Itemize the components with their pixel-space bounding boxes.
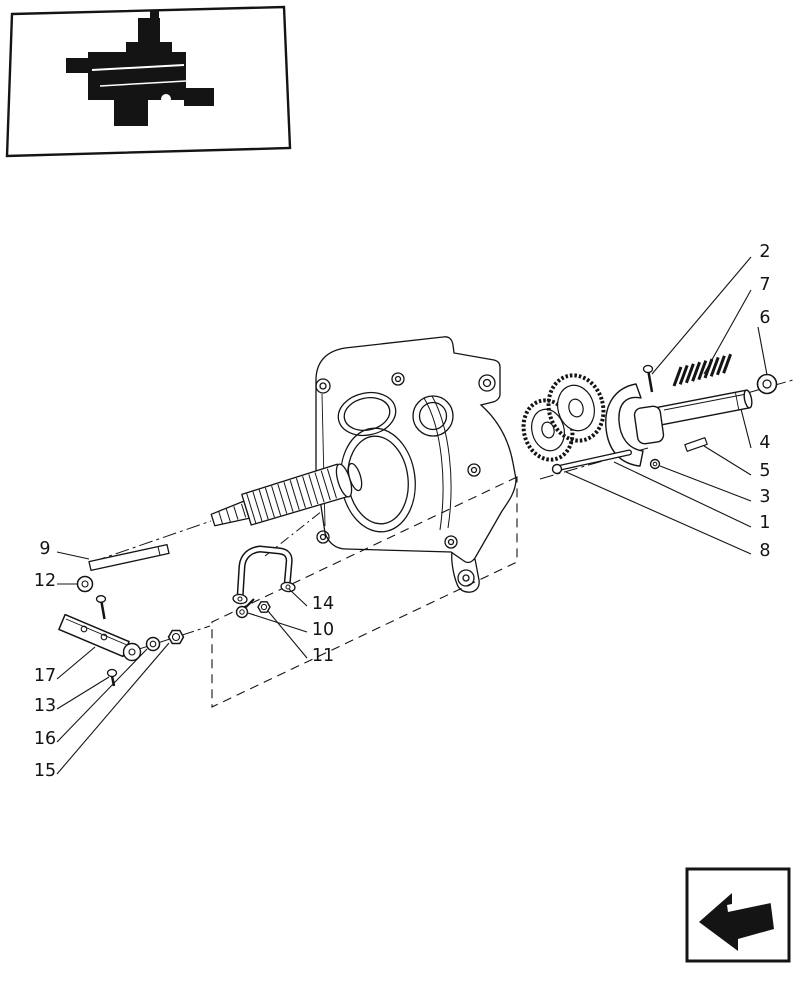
callout-2: 2 <box>759 242 770 262</box>
leader-13 <box>56 676 110 710</box>
fork-rod <box>657 389 753 426</box>
splined-shaft <box>210 462 363 527</box>
hex-nut <box>167 629 185 645</box>
callout-15: 15 <box>34 761 56 781</box>
dowel-pin <box>684 437 708 452</box>
back-arrow-icon <box>699 893 774 951</box>
leader-8 <box>565 471 752 555</box>
bracket-nut <box>257 601 271 613</box>
callout-16: 16 <box>34 729 56 749</box>
leader-2 <box>651 256 752 375</box>
callout-1: 1 <box>759 513 770 533</box>
gearbox-housing <box>315 336 517 593</box>
spring <box>672 353 733 387</box>
callout-9: 9 <box>39 539 50 559</box>
leader-14 <box>288 588 308 607</box>
leader-7 <box>703 289 752 375</box>
callout-14: 14 <box>312 594 334 614</box>
bracket-bolt <box>235 598 255 619</box>
callout-8: 8 <box>759 541 770 561</box>
leader-5 <box>703 445 752 476</box>
leader-15 <box>56 642 170 775</box>
lever-washer <box>76 575 94 593</box>
leader-lines <box>56 256 768 775</box>
machine-assembly-thumbnail <box>66 10 214 126</box>
callout-11: 11 <box>312 646 334 666</box>
callout-6: 6 <box>759 308 770 328</box>
support-bracket <box>232 545 296 605</box>
leader-9 <box>56 551 90 560</box>
callout-3: 3 <box>759 487 770 507</box>
leader-16 <box>56 648 148 743</box>
callout-10: 10 <box>312 620 334 640</box>
small-washer <box>145 636 161 652</box>
ball-pin <box>551 449 632 475</box>
callout-7: 7 <box>759 275 770 295</box>
leader-4 <box>740 408 752 449</box>
leader-17 <box>56 646 96 680</box>
callout-17: 17 <box>34 666 56 686</box>
callout-5: 5 <box>759 461 770 481</box>
leader-3 <box>659 465 752 502</box>
callout-4: 4 <box>759 433 770 453</box>
construction-lines <box>91 379 794 708</box>
gear-cluster <box>521 373 606 462</box>
detent-bolt <box>642 364 654 393</box>
washer-end <box>756 373 778 395</box>
leader-1 <box>613 461 752 528</box>
leader-6 <box>757 326 768 376</box>
shift-fork <box>605 383 665 467</box>
lever-bolt <box>106 668 118 687</box>
leader-11 <box>267 610 308 659</box>
callout-13: 13 <box>34 696 56 716</box>
lever-pin <box>88 543 170 572</box>
fork-bolt <box>649 458 661 470</box>
lever-assembly <box>58 595 142 662</box>
callout-12: 12 <box>34 571 56 591</box>
